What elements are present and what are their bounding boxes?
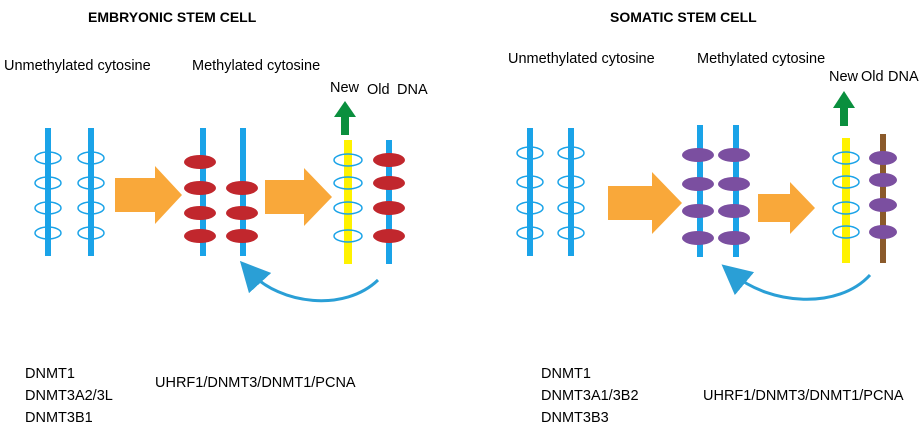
unmethylated-cytosine bbox=[77, 176, 105, 190]
unmethylated-cytosine bbox=[557, 226, 585, 240]
unmethylated-cytosine bbox=[516, 226, 544, 240]
unmethylated-cytosine bbox=[516, 146, 544, 160]
methylated-cytosine bbox=[373, 176, 405, 190]
methylated-cytosine bbox=[718, 231, 750, 245]
somatic-unmethylated-dna bbox=[516, 128, 585, 256]
methylated-cytosine bbox=[184, 181, 216, 195]
dna-strand bbox=[697, 125, 703, 257]
embryonic-panel: EMBRYONIC STEM CELL Unmethylated cytosin… bbox=[4, 9, 428, 426]
somatic-title: SOMATIC STEM CELL bbox=[610, 9, 757, 25]
unmethylated-cytosine bbox=[34, 201, 62, 215]
unmethylated-cytosine bbox=[832, 175, 860, 189]
embryonic-methylated-dna bbox=[184, 128, 258, 256]
embryonic-unmethylated-label: Unmethylated cytosine bbox=[4, 58, 151, 74]
somatic-old-label: Old bbox=[861, 69, 884, 85]
up-arrow-icon bbox=[334, 101, 356, 135]
methylated-cytosine bbox=[682, 204, 714, 218]
methylated-cytosine bbox=[226, 181, 258, 195]
somatic-dna-label: DNA bbox=[888, 69, 919, 85]
methylated-cytosine bbox=[869, 225, 897, 239]
unmethylated-cytosine bbox=[77, 201, 105, 215]
unmethylated-cytosine bbox=[832, 225, 860, 239]
somatic-methylated-label: Methylated cytosine bbox=[697, 51, 825, 67]
unmethylated-cytosine bbox=[333, 153, 363, 167]
unmethylated-cytosine bbox=[557, 175, 585, 189]
methylated-cytosine bbox=[184, 155, 216, 169]
methylated-cytosine bbox=[226, 229, 258, 243]
process-arrow bbox=[115, 166, 182, 224]
unmethylated-cytosine bbox=[333, 229, 363, 243]
embryonic-replicated-dna bbox=[333, 101, 405, 264]
embryonic-old-label: Old bbox=[367, 82, 390, 98]
methylated-cytosine bbox=[718, 204, 750, 218]
somatic-enzyme: DNMT3B3 bbox=[541, 410, 609, 426]
methylated-cytosine bbox=[682, 231, 714, 245]
embryonic-dna-label: DNA bbox=[397, 82, 428, 98]
unmethylated-cytosine bbox=[333, 176, 363, 190]
up-arrow-icon bbox=[833, 91, 855, 126]
methylated-cytosine bbox=[682, 148, 714, 162]
methylated-cytosine bbox=[869, 173, 897, 187]
maintenance-curved-arrow bbox=[721, 264, 872, 301]
unmethylated-cytosine bbox=[557, 146, 585, 160]
methylated-cytosine bbox=[226, 206, 258, 220]
somatic-methylated-dna bbox=[682, 125, 750, 257]
methylated-cytosine bbox=[718, 148, 750, 162]
unmethylated-cytosine bbox=[832, 201, 860, 215]
embryonic-title: EMBRYONIC STEM CELL bbox=[88, 9, 257, 25]
unmethylated-cytosine bbox=[333, 201, 363, 215]
embryonic-enzyme: DNMT1 bbox=[25, 366, 75, 382]
process-arrow bbox=[608, 172, 682, 234]
methylated-cytosine bbox=[184, 206, 216, 220]
embryonic-unmethylated-dna bbox=[34, 128, 105, 256]
unmethylated-cytosine bbox=[34, 176, 62, 190]
somatic-enzyme: DNMT1 bbox=[541, 366, 591, 382]
unmethylated-cytosine bbox=[34, 226, 62, 240]
somatic-new-label: New bbox=[829, 69, 859, 85]
embryonic-enzyme: DNMT3A2/3L bbox=[25, 388, 113, 404]
unmethylated-cytosine bbox=[557, 201, 585, 215]
methylated-cytosine bbox=[373, 201, 405, 215]
unmethylated-cytosine bbox=[77, 226, 105, 240]
unmethylated-cytosine bbox=[34, 151, 62, 165]
methylated-cytosine bbox=[373, 153, 405, 167]
somatic-replicated-dna bbox=[832, 91, 897, 263]
methylated-cytosine bbox=[869, 198, 897, 212]
new-strand bbox=[842, 138, 850, 263]
methylated-cytosine bbox=[373, 229, 405, 243]
methylated-cytosine bbox=[869, 151, 897, 165]
unmethylated-cytosine bbox=[516, 175, 544, 189]
dna-strand bbox=[527, 128, 533, 256]
unmethylated-cytosine bbox=[77, 151, 105, 165]
embryonic-new-label: New bbox=[330, 80, 360, 96]
unmethylated-cytosine bbox=[832, 151, 860, 165]
somatic-panel: SOMATIC STEM CELL Unmethylated cytosine … bbox=[508, 9, 919, 426]
dna-strand bbox=[568, 128, 574, 256]
unmethylated-cytosine bbox=[516, 201, 544, 215]
dna-strand bbox=[88, 128, 94, 256]
embryonic-enzyme: DNMT3B1 bbox=[25, 410, 93, 426]
methylated-cytosine bbox=[184, 229, 216, 243]
embryonic-methylated-label: Methylated cytosine bbox=[192, 58, 320, 74]
methylated-cytosine bbox=[682, 177, 714, 191]
process-arrow bbox=[265, 168, 332, 226]
somatic-unmethylated-label: Unmethylated cytosine bbox=[508, 51, 655, 67]
methylated-cytosine bbox=[718, 177, 750, 191]
maintenance-curved-arrow bbox=[239, 260, 380, 303]
embryonic-maintenance-complex: UHRF1/DNMT3/DNMT1/PCNA bbox=[155, 375, 356, 391]
dna-strand bbox=[45, 128, 51, 256]
somatic-maintenance-complex: UHRF1/DNMT3/DNMT1/PCNA bbox=[703, 388, 904, 404]
process-arrow bbox=[758, 182, 815, 234]
somatic-enzyme: DNMT3A1/3B2 bbox=[541, 388, 639, 404]
dna-strand bbox=[733, 125, 739, 257]
